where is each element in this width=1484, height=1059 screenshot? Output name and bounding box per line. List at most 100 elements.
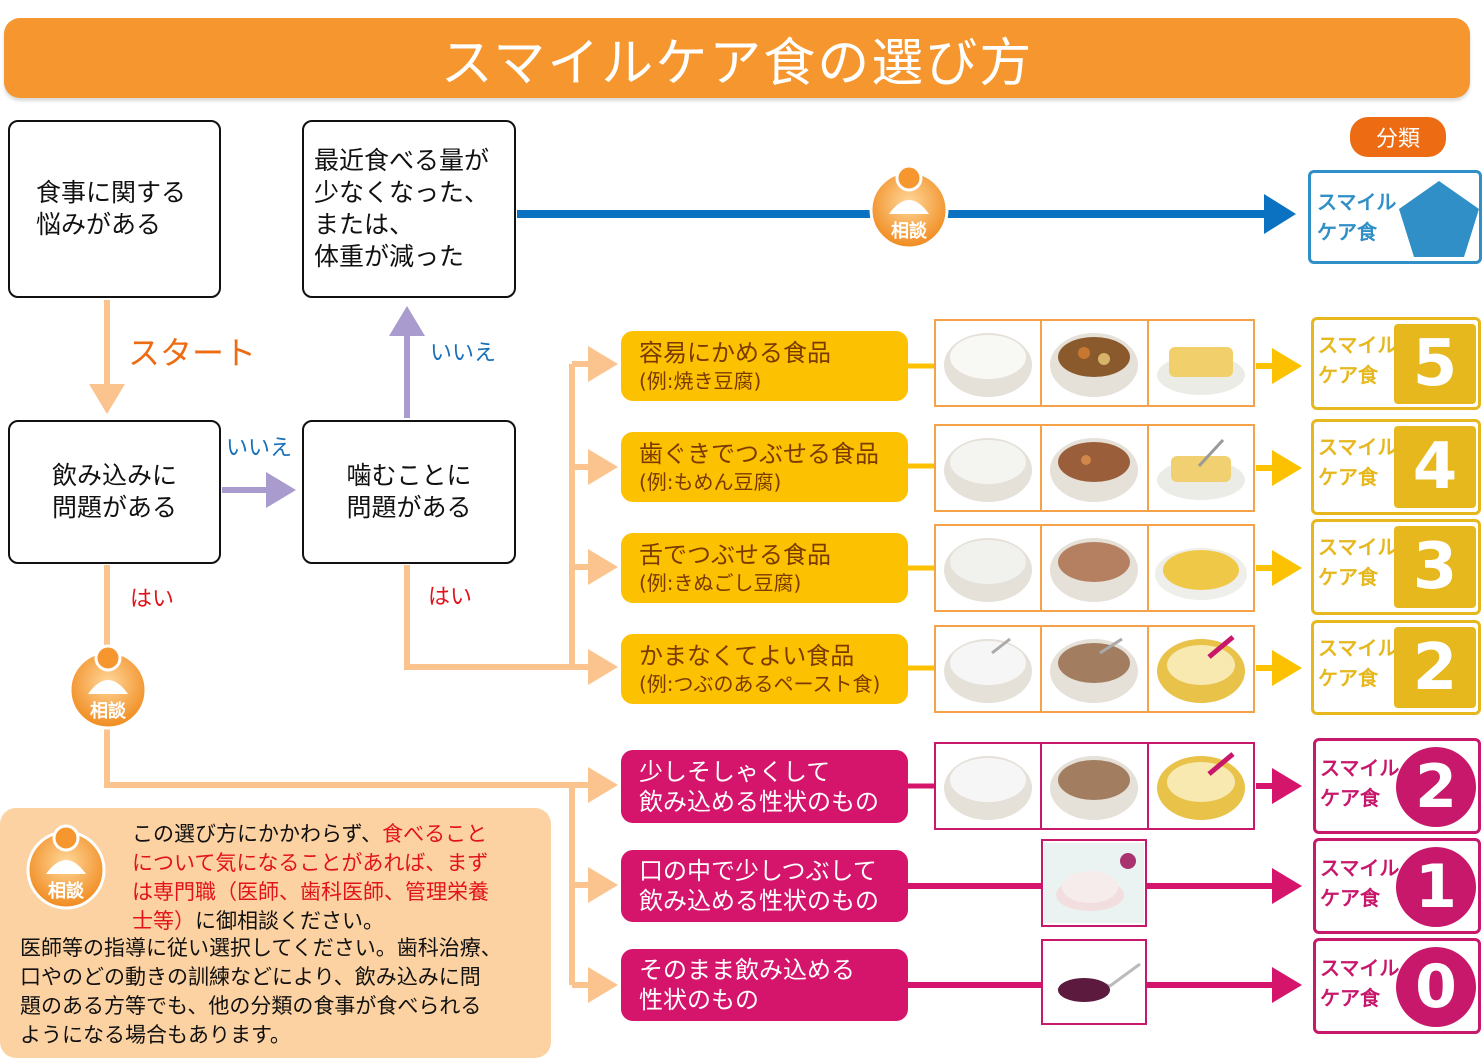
box-line: 飲み込みに [51,461,177,490]
level-number: 3 [1394,526,1476,608]
note-emphasis: 士等） [132,909,195,933]
page-title: スマイルケア食の選び方 [4,18,1470,98]
card-text-line: スマイル [1320,756,1400,780]
pill-sub: (例:つぶのあるペースト食) [639,672,881,696]
pill-no-chew: かまなくてよい食品 (例:つぶのあるペースト食) [621,634,908,704]
pill-gum-crush: 歯ぐきでつぶせる食品 (例:もめん豆腐) [621,432,908,502]
yes-label-2: はい [428,585,473,610]
food-photo [1149,426,1253,510]
consult-label: 相談 [48,880,85,902]
note-emphasis: 食べること [382,822,488,846]
box-line: 問題がある [346,493,472,522]
box-swallow-problem: 飲み込みに 問題がある [8,420,221,564]
pill-easy-chew: 容易にかめる食品 (例:焼き豆腐) [621,331,908,401]
card-text-line: スマイル [1318,333,1398,357]
note-guidance-text: 医師等の指導に従い選択してください。歯科治療、 口やのどの動きの訓練などにより、… [20,934,550,1050]
note-consult-text: この選び方にかかわらず、食べること について気になることがあれば、まず は専門職… [132,820,542,936]
food-photo [936,744,1043,828]
note-text: 題のある方等でも、他の分類の食事が食べられる [20,994,482,1018]
food-photo [1042,426,1149,510]
photo-strip-3 [934,524,1255,612]
card-text: スマイル ケア食 [1318,330,1397,390]
note-text: に御相談ください。 [195,909,384,933]
card-text: スマイル ケア食 [1320,953,1399,1013]
note-text: ようになる場合もあります。 [20,1023,291,1047]
note-text: この選び方にかかわらず、 [132,822,383,846]
pill-main: そのまま飲み込める [639,956,855,984]
photo-strip-4 [934,424,1255,512]
photo-strip-pink-2 [934,742,1255,830]
pill-main: 容易にかめる食品 [639,339,831,367]
pill-main: かまなくてよい食品 [639,642,855,670]
box-line: または、 [314,210,415,239]
pill-swallow-as-is: そのまま飲み込める 性状のもの [621,949,908,1021]
box-line: 噛むことに [346,461,472,490]
food-photo [936,526,1043,610]
start-label: スタート [128,334,257,372]
card-text: スマイル ケア食 [1318,432,1397,492]
pill-main: 歯ぐきでつぶせる食品 [639,440,879,468]
card-text: スマイル ケア食 [1318,532,1397,592]
level-number: 1 [1396,847,1476,927]
food-photo [936,627,1043,711]
card-text-line: ケア食 [1320,886,1380,910]
line-yes-swallow [104,565,572,788]
card-text-line: スマイル [1320,956,1400,980]
card-smile-care: スマイル ケア食 [1308,170,1482,264]
level-number: 2 [1394,627,1476,708]
card-pink-0: スマイル ケア食 0 [1313,938,1481,1034]
food-photo [936,321,1043,405]
pill-sub: (例:もめん豆腐) [639,470,782,494]
card-text-line: ケア食 [1317,220,1377,244]
pill-sub: (例:きぬごし豆腐) [639,571,802,595]
pill-tongue-crush: 舌でつぶせる食品 (例:きぬごし豆腐) [621,533,908,603]
food-photo [1042,526,1149,610]
card-text-line: ケア食 [1320,986,1380,1010]
box-weight-loss: 最近食べる量が 少なくなった、 または、 体重が減った [302,120,516,298]
card-text: スマイル ケア食 [1318,633,1397,693]
food-photo [1042,627,1149,711]
card-level-3: スマイル ケア食 3 [1311,519,1481,615]
box-line: 最近食べる量が [314,146,490,175]
line-yes-chew [404,565,572,670]
card-text-line: ケア食 [1318,666,1378,690]
consult-icon: 相談 [869,164,949,250]
pill-main: 飲み込める性状のもの [639,887,879,915]
pill-main: 飲み込める性状のもの [639,787,879,816]
box-line: 体重が減った [314,242,465,271]
card-text-line: ケア食 [1320,786,1380,810]
food-photo [1149,744,1253,828]
card-level-5: スマイル ケア食 5 [1311,317,1481,410]
food-photo [1042,321,1149,405]
consult-icon: 相談 [68,644,148,730]
consult-icon: 相談 [26,824,106,910]
card-pink-1: スマイル ケア食 1 [1313,838,1481,934]
box-chew-problem: 噛むことに 問題がある [302,420,516,564]
pill-sub: (例:焼き豆腐) [639,369,762,393]
pill-main: 舌でつぶせる食品 [639,541,831,569]
card-text-line: ケア食 [1318,465,1378,489]
box-line: 悩みがある [36,210,162,239]
card-text-line: ケア食 [1318,363,1378,387]
note-emphasis: について気になることがあれば、まず [132,851,489,875]
level-number: 5 [1394,324,1476,404]
card-text: スマイル ケア食 [1320,753,1399,813]
level-number: 4 [1394,426,1476,508]
food-photo [936,426,1043,510]
card-text-line: ケア食 [1318,565,1378,589]
card-text-line: スマイル [1320,856,1400,880]
note-emphasis: は専門職（医師、歯科医師、管理栄養 [132,880,489,904]
card-text-line: スマイル [1318,535,1398,559]
pill-slight-crush-swallow: 口の中で少しつぶして 飲み込める性状のもの [621,850,908,922]
note-box: 相談 この選び方にかかわらず、食べること について気になることがあれば、まず は… [0,808,551,1058]
category-badge: 分類 [1350,117,1446,157]
level-number: 2 [1396,747,1476,827]
card-level-2: スマイル ケア食 2 [1311,620,1481,715]
yes-label-1: はい [130,587,175,612]
pentagon-icon [1399,181,1479,257]
pill-main: 少しそしゃくして [639,757,831,786]
pill-main: 口の中で少しつぶして [639,857,877,885]
no-label-1: いいえ [226,436,293,461]
card-text-line: スマイル [1318,435,1398,459]
food-photo [1149,321,1253,405]
